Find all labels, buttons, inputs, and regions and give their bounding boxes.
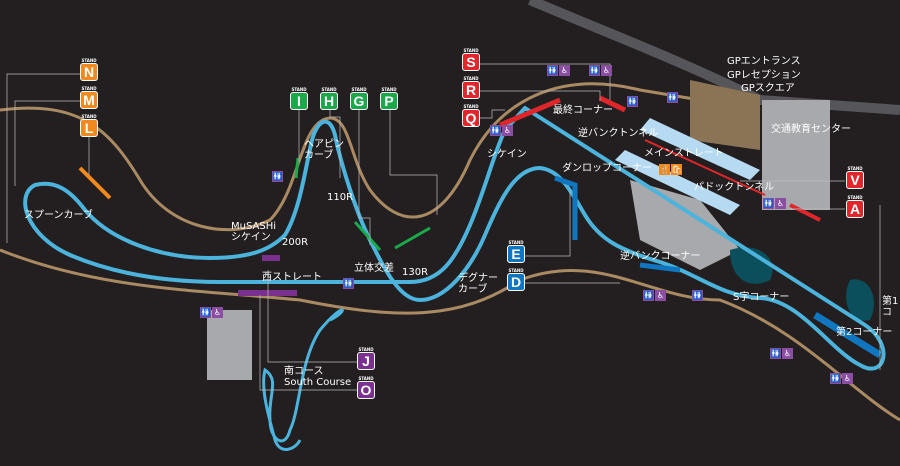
pit-building-2 xyxy=(615,150,740,215)
label-second-corner: 第2コーナー xyxy=(836,327,893,338)
label-main-straight: メインストレート xyxy=(644,148,724,159)
label-spoon-curve: スプーンカーブ xyxy=(24,210,93,221)
restroom-icon: 🚻 xyxy=(667,92,678,103)
restroom-icon: 🚻 xyxy=(490,125,501,136)
accessible-icon: ♿ xyxy=(559,65,570,76)
label-dunlop-corner: ダンロップコーナー xyxy=(562,163,652,174)
shop-icon: 🛍 xyxy=(671,164,682,175)
stand-strip-b xyxy=(813,312,882,358)
facility-restroom-accessible[interactable]: 🚻♿ xyxy=(643,290,666,301)
label-final-corner: 最終コーナー xyxy=(553,105,613,116)
leader-lines xyxy=(6,63,881,391)
stand-strip-g xyxy=(353,221,382,251)
parking-building xyxy=(207,310,252,380)
label-chicane: シケイン xyxy=(487,149,527,160)
label-west-straight: 西ストレート xyxy=(262,272,322,283)
perimeter-road xyxy=(0,82,761,232)
stand-strip-i xyxy=(294,157,300,179)
facility-restroom[interactable]: 🚻 xyxy=(627,96,638,107)
pit-building xyxy=(640,118,760,180)
facility-restroom-accessible[interactable]: 🚻♿ xyxy=(200,307,223,318)
label-first-corner: 第1 コ xyxy=(882,296,899,318)
accessible-icon: ♿ xyxy=(601,65,612,76)
stand-strip-v xyxy=(644,139,766,196)
accessible-icon: ♿ xyxy=(842,373,853,384)
facility-restroom[interactable]: 🚻 xyxy=(343,278,354,289)
label-reverse-bank-corner: 逆バンクコーナー xyxy=(620,251,701,262)
facility-restroom-accessible[interactable]: 🚻♿ xyxy=(763,198,786,209)
stand-strip-d xyxy=(639,262,681,273)
label-crossover: 立体交差 xyxy=(354,263,394,274)
restroom-icon: 🚻 xyxy=(830,373,841,384)
food-icon: 🍴 xyxy=(659,164,670,175)
restroom-icon: 🚻 xyxy=(547,65,558,76)
stand-strip-e xyxy=(554,175,578,240)
stand-strip-sqr xyxy=(499,95,627,128)
facility-food-shop[interactable]: 🍴🛍 xyxy=(659,164,682,175)
accessible-icon: ♿ xyxy=(655,290,666,301)
paddock-area xyxy=(630,180,740,270)
gp-square-area xyxy=(690,80,760,150)
label-gp-square: GPスクエア xyxy=(741,83,795,94)
label-degner-curve: デグナー カーブ xyxy=(458,273,498,295)
restroom-icon: 🚻 xyxy=(770,348,781,359)
facility-restroom-accessible[interactable]: 🚻♿ xyxy=(830,373,853,384)
facility-restroom[interactable]: 🚻 xyxy=(667,92,678,103)
label-gp-reception: GPレセプション xyxy=(727,70,801,81)
label-reverse-bank-tunnel: 逆バンクトンネル xyxy=(578,128,659,139)
facility-restroom-accessible[interactable]: 🚻♿ xyxy=(547,65,570,76)
accessible-icon: ♿ xyxy=(212,307,223,318)
label-130r: 130R xyxy=(402,267,429,278)
accessible-icon: ♿ xyxy=(782,348,793,359)
facility-restroom[interactable]: 🚻 xyxy=(692,290,703,301)
accessible-icon: ♿ xyxy=(775,198,786,209)
facility-restroom-accessible[interactable]: 🚻♿ xyxy=(770,348,793,359)
facility-restroom-accessible[interactable]: 🚻♿ xyxy=(490,125,513,136)
lake xyxy=(730,247,773,284)
accessible-icon: ♿ xyxy=(502,125,513,136)
label-s-curves: S字コーナー xyxy=(733,292,790,303)
label-traffic-center: 交通教育センター xyxy=(771,124,851,135)
label-200r: 200R xyxy=(282,237,309,248)
label-hairpin: ヘアピン カーブ xyxy=(304,139,344,161)
traffic-education-center-building xyxy=(762,100,830,210)
facility-restroom-accessible[interactable]: 🚻♿ xyxy=(589,65,612,76)
label-gp-entrance: GPエントランス xyxy=(727,56,801,67)
label-musashi-chicane: MuSASHi シケイン xyxy=(231,221,276,243)
lake-2 xyxy=(846,279,874,321)
restroom-icon: 🚻 xyxy=(763,198,774,209)
facility-restroom[interactable]: 🚻 xyxy=(272,171,283,182)
restroom-icon: 🚻 xyxy=(627,96,638,107)
label-110r: 110R xyxy=(327,192,354,203)
label-south-course: 南コース South Course xyxy=(284,366,352,388)
stand-strip-a xyxy=(789,203,821,222)
south-course-track xyxy=(262,308,344,451)
stand-strip-l xyxy=(78,166,112,200)
restroom-icon: 🚻 xyxy=(643,290,654,301)
restroom-icon: 🚻 xyxy=(343,278,354,289)
race-track xyxy=(23,106,886,371)
restroom-icon: 🚻 xyxy=(692,290,703,301)
label-paddock-tunnel: パドックトンネル xyxy=(694,182,775,193)
stand-strip-p xyxy=(394,226,431,250)
restroom-icon: 🚻 xyxy=(200,307,211,318)
restroom-icon: 🚻 xyxy=(272,171,283,182)
restroom-icon: 🚻 xyxy=(589,65,600,76)
